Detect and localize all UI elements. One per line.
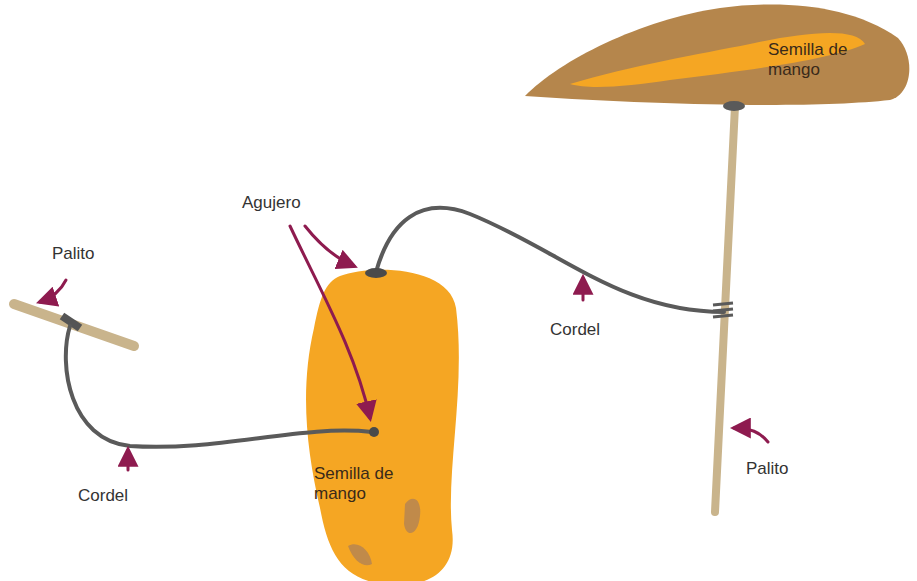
leader-arrow <box>582 278 585 300</box>
seed-label: Semilla de mango <box>768 40 848 81</box>
right-stick <box>715 106 735 512</box>
part-label: Cordel <box>550 320 600 340</box>
stick <box>715 106 735 512</box>
hole <box>369 427 379 437</box>
cord <box>376 208 724 312</box>
part-label: Palito <box>52 244 95 264</box>
cord-winding <box>713 303 733 317</box>
seed-marking <box>348 544 372 565</box>
seed-outline <box>520 0 915 110</box>
leader-arrow <box>734 428 768 442</box>
leader-arrow <box>290 226 370 418</box>
holes <box>365 268 387 437</box>
cords <box>66 101 745 447</box>
cord <box>66 326 372 447</box>
seed-shape <box>306 270 459 581</box>
stick <box>14 304 134 346</box>
mango-seed: Semilla de mango <box>300 268 465 581</box>
leader-arrow <box>127 450 130 470</box>
seed-shape <box>525 4 909 104</box>
seed-marking <box>570 33 865 87</box>
leader-arrows <box>40 226 768 470</box>
part-label: Palito <box>746 459 789 479</box>
cord-knot <box>62 316 80 328</box>
leader-arrow <box>305 226 354 266</box>
leader-arrow <box>40 280 66 302</box>
seed-marking <box>404 499 420 533</box>
part-label: Cordel <box>78 486 128 506</box>
mango-seed: Semilla de mango <box>520 0 915 110</box>
part-label: Agujero <box>242 193 301 213</box>
seed-label: Semilla de mango <box>314 464 432 505</box>
seed-outline <box>300 268 465 581</box>
stick-top <box>723 101 745 111</box>
left-stick <box>14 304 134 346</box>
hole <box>365 268 387 278</box>
